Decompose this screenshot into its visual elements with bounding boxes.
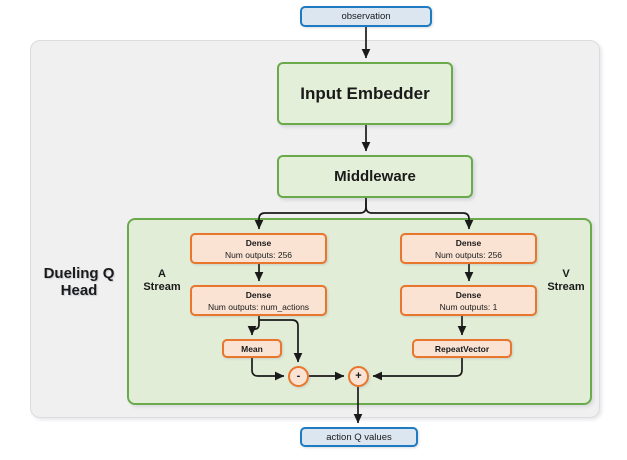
v-stream-dense-2-subtitle: Num outputs: 1 — [439, 301, 498, 312]
a-stream-dense-1: Dense Num outputs: 256 — [190, 233, 327, 264]
a-stream-label: A Stream — [136, 268, 188, 293]
repeat-vector-label: RepeatVector — [434, 343, 490, 354]
a-stream-dense-1-subtitle: Num outputs: 256 — [224, 249, 293, 260]
a-stream-dense-2: Dense Num outputs: num_actions — [190, 285, 327, 316]
a-stream-dense-2-subtitle: Num outputs: num_actions — [207, 301, 310, 312]
v-stream-dense-2-title: Dense — [455, 289, 482, 300]
add-operator-icon: + — [348, 366, 369, 387]
a-stream-dense-1-title: Dense — [245, 237, 272, 248]
v-stream-dense-1-subtitle: Num outputs: 256 — [434, 249, 503, 260]
middleware-node: Middleware — [277, 155, 473, 198]
a-stream-dense-2-title: Dense — [245, 289, 272, 300]
v-stream-dense-1: Dense Num outputs: 256 — [400, 233, 537, 264]
a-stream-label-line1: A — [158, 268, 166, 280]
v-stream-dense-1-title: Dense — [455, 237, 482, 248]
repeat-vector-node: RepeatVector — [412, 339, 512, 358]
dueling-q-head-title: Dueling Q Head — [43, 265, 115, 300]
middleware-label: Middleware — [334, 168, 416, 185]
v-stream-dense-2: Dense Num outputs: 1 — [400, 285, 537, 316]
v-stream-label-line2: Stream — [547, 280, 585, 293]
mean-node: Mean — [222, 339, 282, 358]
v-stream-label: V Stream — [540, 268, 592, 293]
input-embedder-node: Input Embedder — [277, 62, 453, 125]
subtract-operator-icon: - — [288, 366, 309, 387]
input-embedder-label: Input Embedder — [300, 83, 430, 103]
action-q-values-node: action Q values — [300, 427, 418, 447]
observation-label: observation — [341, 11, 391, 22]
observation-node: observation — [300, 6, 432, 27]
v-stream-label-line1: V — [562, 268, 570, 280]
add-operator-symbol: + — [355, 370, 362, 382]
subtract-operator-symbol: - — [296, 370, 301, 382]
mean-label: Mean — [241, 343, 263, 354]
action-q-values-label: action Q values — [326, 431, 392, 443]
a-stream-label-line2: Stream — [143, 280, 181, 293]
